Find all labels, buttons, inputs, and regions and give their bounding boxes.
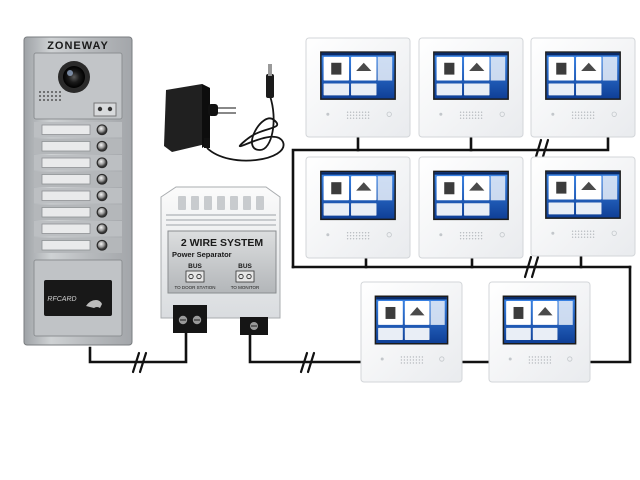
bus-left-caption: TO DOOR STATION [174, 285, 215, 290]
indoor-monitor[interactable] [360, 281, 463, 383]
power-button[interactable] [386, 232, 392, 238]
call-buttons [34, 122, 122, 253]
power-button[interactable] [567, 356, 573, 362]
microphone-icon [439, 233, 443, 237]
camera-lens-icon [63, 66, 85, 88]
call-button-row [34, 237, 122, 253]
indoor-monitor[interactable] [418, 156, 524, 259]
microphone-icon [380, 357, 384, 361]
power-adapter [164, 64, 285, 162]
call-button[interactable] [97, 125, 107, 134]
call-button-row [34, 138, 122, 154]
power-button[interactable] [611, 111, 617, 117]
indoor-monitor[interactable] [418, 37, 524, 138]
call-button[interactable] [97, 191, 107, 200]
power-button[interactable] [386, 111, 392, 117]
call-button[interactable] [97, 158, 107, 167]
name-plate [41, 207, 91, 218]
separator-subtitle: Power Separator [172, 250, 232, 259]
call-button-row [34, 204, 122, 220]
speaker-grill-icon [39, 91, 61, 101]
separator-title: 2 WIRE SYSTEM [181, 237, 264, 249]
microphone-icon [551, 231, 555, 235]
call-button[interactable] [97, 208, 107, 217]
indoor-monitor[interactable] [488, 281, 591, 383]
bus-right-symbol-icon [235, 270, 255, 283]
call-button[interactable] [97, 241, 107, 250]
name-plate [41, 141, 91, 152]
door-station: ZONEWAY RFCARD [23, 36, 133, 346]
indoor-monitor[interactable] [305, 37, 411, 138]
separator-label-plate [167, 230, 277, 294]
wire-separator-to-monitors [248, 328, 364, 364]
indoor-monitor[interactable] [530, 156, 636, 257]
adapter-body [164, 84, 210, 152]
name-plate [41, 124, 91, 135]
call-button[interactable] [97, 224, 107, 233]
indoor-monitor[interactable] [305, 156, 411, 259]
name-plate [41, 174, 91, 185]
name-plate [41, 190, 91, 201]
card-reader-label: RFCARD [47, 296, 76, 303]
bus-wiring [88, 134, 632, 364]
name-plate [41, 157, 91, 168]
power-button[interactable] [439, 356, 445, 362]
power-separator: 2 WIRE SYSTEM Power Separator BUS BUS TO… [160, 186, 281, 335]
call-button[interactable] [97, 142, 107, 151]
indoor-monitor[interactable] [530, 37, 636, 138]
microphone-icon [326, 112, 330, 116]
call-button-row [34, 122, 122, 138]
bus-left-label: BUS [188, 263, 202, 270]
dc-plug-icon [268, 64, 272, 76]
indicator-lights-icon [93, 102, 117, 117]
power-button[interactable] [499, 111, 505, 117]
call-button-row [34, 221, 122, 237]
microphone-icon [326, 233, 330, 237]
call-button-row [34, 155, 122, 171]
wire-bottom-row-riser [588, 265, 632, 364]
terminal-block-door[interactable] [173, 305, 207, 333]
brand-logo: ZONEWAY [47, 40, 109, 52]
microphone-icon [508, 357, 512, 361]
break-marks [131, 138, 550, 374]
name-plate [41, 240, 91, 251]
call-button-row [34, 188, 122, 204]
bus-left-symbol-icon [185, 270, 205, 283]
power-button[interactable] [611, 230, 617, 236]
indoor-monitors [305, 37, 636, 383]
microphone-icon [551, 112, 555, 116]
adapter-cable [206, 95, 285, 162]
call-button[interactable] [97, 175, 107, 184]
bus-right-caption: TO MONITOR [231, 285, 260, 290]
name-plate [41, 223, 91, 234]
hand-card-icon [86, 300, 102, 308]
call-button-row [34, 171, 122, 187]
wire-door-to-separator [88, 328, 188, 364]
microphone-icon [439, 112, 443, 116]
vent-slots [166, 196, 276, 226]
wire-left-riser [291, 134, 610, 269]
power-button[interactable] [499, 232, 505, 238]
bus-right-label: BUS [238, 263, 252, 270]
